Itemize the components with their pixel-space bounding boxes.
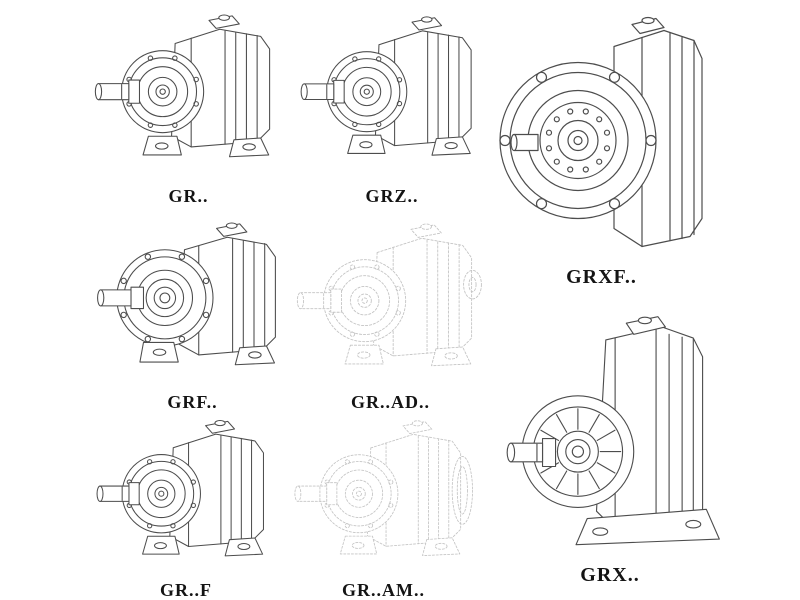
product-label-grf: GRF.. [167, 392, 218, 412]
product-label-gr: GR.. [168, 186, 209, 206]
gear-reducer-drawing-grx [506, 316, 720, 546]
product-label-gram: GR..AM.. [342, 580, 425, 600]
product-cell-grx: GRX.. [496, 304, 724, 587]
gear-reducer-drawing-gr [94, 14, 271, 158]
product-cell-grz: GRZ.. [292, 2, 492, 207]
gear-reducer-drawing-grz [300, 16, 472, 156]
product-cell-grxf: GRXF.. [494, 2, 709, 289]
gear-reducer-drawing-grf [97, 222, 276, 366]
product-label-grad: GR..AD.. [351, 392, 430, 412]
gear-reducer-drawing-grxf [499, 16, 703, 248]
product-label-grxf: GRXF.. [566, 266, 637, 288]
product-cell-grad: GR..AD.. [288, 214, 493, 413]
product-cell-grf: GRF.. [90, 212, 295, 413]
gear-reducer-drawing-grf-foot [96, 420, 264, 557]
gear-reducer-drawing-gram-ghost [294, 420, 473, 557]
product-label-grz: GRZ.. [365, 186, 419, 206]
product-cell-gram: GR..AM.. [286, 412, 481, 600]
product-label-grx: GRX.. [580, 564, 640, 586]
product-cell-gr: GR.. [86, 2, 291, 207]
product-label-grf-foot: GR..F [160, 580, 212, 600]
product-cell-grf-foot: GR..F [86, 412, 286, 600]
gear-reducer-drawing-grad-ghost [296, 223, 482, 367]
